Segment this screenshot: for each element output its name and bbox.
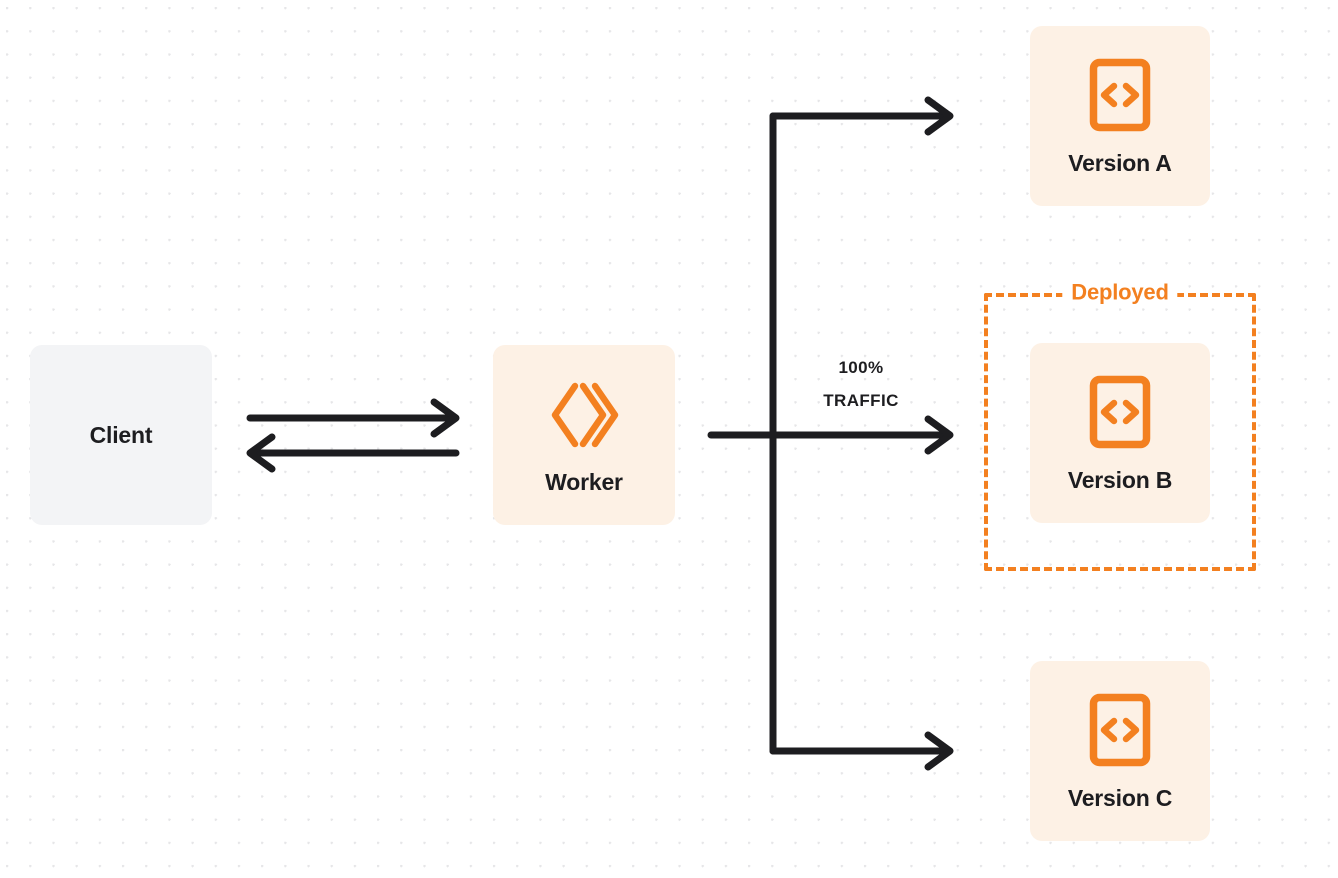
version-b-label: Version B [1067, 466, 1173, 493]
worker-chevron-icon [546, 377, 622, 453]
code-brackets-icon [1089, 58, 1151, 132]
version-c-node[interactable]: Version C [1030, 661, 1210, 841]
arrow-branch-version-c [769, 731, 954, 771]
worker-label: Worker [545, 468, 623, 495]
deployed-group: Deployed [984, 281, 1256, 571]
deployed-group-label: Deployed [1062, 281, 1178, 304]
version-a-label: Version A [1068, 149, 1172, 176]
version-c-label: Version C [1067, 784, 1173, 811]
arrow-branch-version-b [769, 415, 954, 455]
arrow-worker-to-client [246, 433, 460, 473]
traffic-percent: 100% [838, 358, 884, 377]
version-b-node[interactable]: Version B [1030, 343, 1210, 523]
code-brackets-icon [1089, 375, 1151, 449]
version-a-node[interactable]: Version A [1030, 26, 1210, 206]
client-node[interactable]: Client [30, 345, 212, 525]
arrow-branch-version-a [769, 96, 954, 136]
traffic-label: 100% TRAFFIC [797, 351, 925, 417]
client-label: Client [89, 421, 153, 448]
arrow-client-to-worker [246, 398, 460, 438]
traffic-caption: TRAFFIC [823, 391, 899, 411]
worker-node[interactable]: Worker [493, 345, 675, 525]
code-brackets-icon [1089, 693, 1151, 767]
